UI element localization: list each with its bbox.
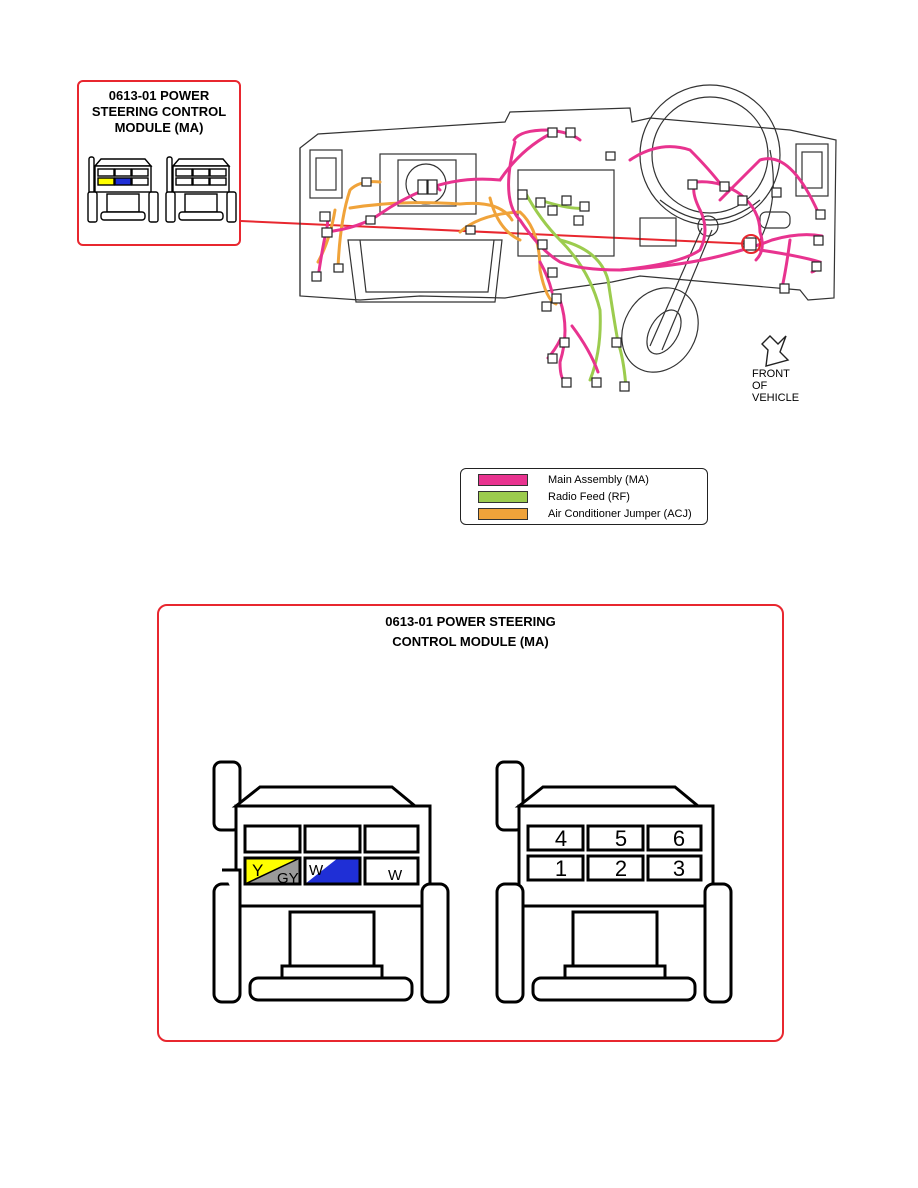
callout-title-line: STEERING CONTROL	[91, 104, 227, 119]
legend-item-ac-jumper: Air Conditioner Jumper (ACJ)	[478, 506, 692, 521]
harness-connectors	[311, 127, 826, 392]
module-location-marker	[741, 234, 761, 254]
callout-title-line: 0613-01 POWER	[108, 88, 210, 103]
pin-number: 3	[673, 856, 685, 881]
wire-color-code: Y	[252, 861, 263, 880]
callout-connector-thumbnails	[87, 156, 237, 223]
legend-swatch	[478, 507, 528, 520]
panel-title: 0613-01 POWER STEERING CONTROL MODULE (M…	[159, 612, 782, 652]
legend-swatch	[478, 473, 528, 486]
connector-wire-color-view	[212, 760, 450, 1004]
front-label-line: VEHICLE	[752, 392, 800, 404]
wire-stripe-code: GY	[277, 870, 299, 887]
callout-title: 0613-01 POWER STEERING CONTROL MODULE (M…	[79, 88, 239, 136]
connector-pin-number-view	[495, 760, 733, 1004]
wire-color-code: W	[388, 867, 403, 884]
wire-cell-2: W	[303, 856, 362, 886]
pin-number: 5	[615, 826, 627, 851]
front-label-line: OF	[752, 380, 768, 392]
legend-item-main-assembly: Main Assembly (MA)	[478, 472, 649, 487]
wire-cell-1: Y GY	[243, 856, 302, 887]
front-of-vehicle-label: FRONT OF VEHICLE	[752, 368, 799, 404]
wire-cell-3: W	[363, 856, 420, 886]
dashboard-harness-diagram	[240, 84, 837, 392]
connector-detail-drawings: Y GY W W 4 5 6 1 2 3	[212, 760, 733, 1004]
legend-label: Radio Feed (RF)	[548, 490, 630, 503]
callout-box: 0613-01 POWER STEERING CONTROL MODULE (M…	[77, 80, 241, 246]
front-label-line: FRONT	[752, 368, 790, 380]
panel-title-line: CONTROL MODULE (MA)	[392, 634, 549, 649]
pin-number: 6	[673, 826, 685, 851]
arrow-down-left-icon	[761, 335, 790, 367]
pin-number: 4	[555, 826, 567, 851]
harness-legend: Main Assembly (MA) Radio Feed (RF) Air C…	[460, 468, 708, 525]
legend-swatch	[478, 490, 528, 503]
legend-label: Main Assembly (MA)	[548, 473, 649, 486]
instrument-panel-outline	[299, 84, 837, 373]
panel-title-line: 0613-01 POWER STEERING	[385, 614, 556, 629]
wire-color-code: W	[309, 862, 324, 879]
callout-title-line: MODULE (MA)	[114, 120, 204, 135]
pin-number: 2	[615, 856, 627, 881]
legend-label: Air Conditioner Jumper (ACJ)	[548, 507, 692, 520]
pin-labels: 4 5 6 1 2 3	[555, 826, 685, 881]
pin-number: 1	[555, 856, 567, 881]
legend-item-radio-feed: Radio Feed (RF)	[478, 489, 630, 504]
